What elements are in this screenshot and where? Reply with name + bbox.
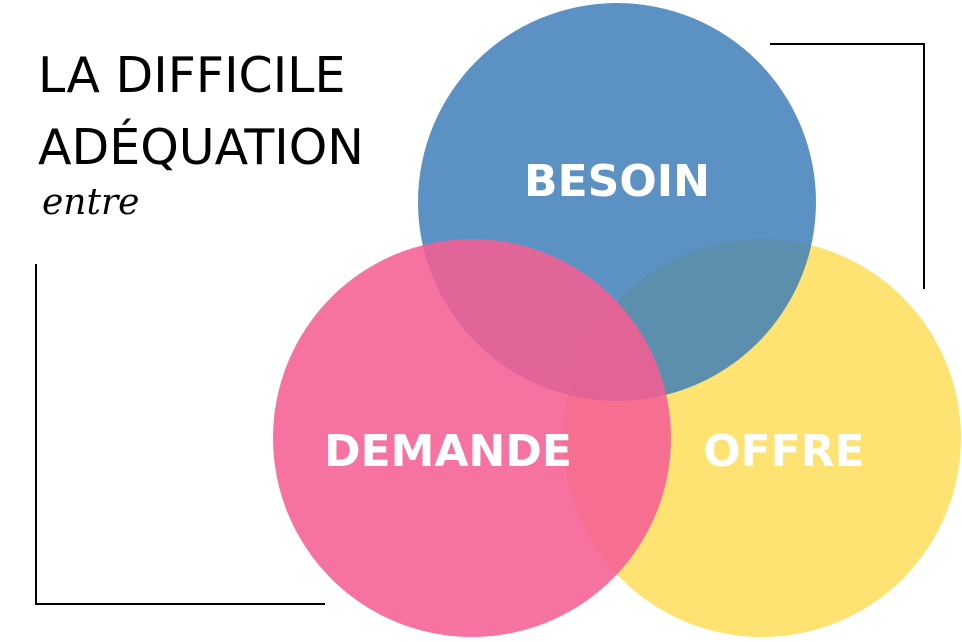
circle-demande: [273, 239, 671, 637]
label-offre: OFFRE: [703, 426, 864, 477]
title-line-2: ADÉQUATION: [38, 119, 364, 176]
title-line-1: LA DIFFICILE: [38, 47, 346, 104]
subtitle-entre: entre: [42, 182, 140, 223]
label-besoin: BESOIN: [524, 156, 710, 207]
page-title: LA DIFFICILE ADÉQUATION: [38, 40, 364, 184]
label-demande: DEMANDE: [324, 426, 572, 477]
